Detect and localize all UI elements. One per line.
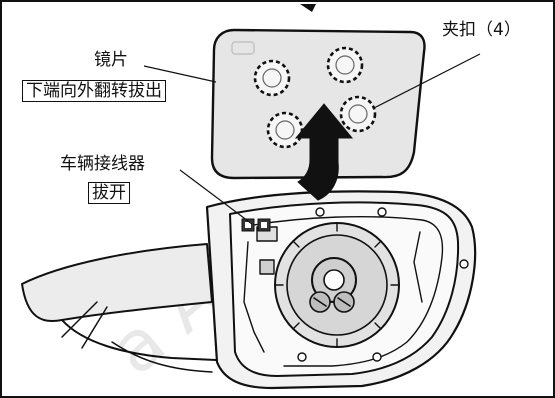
clip-ring [326, 46, 364, 84]
leader-lines [143, 53, 481, 225]
top-fragment [300, 4, 316, 12]
clip-rings [253, 46, 377, 149]
mirror-glass-label: 镜片 [94, 50, 128, 70]
connector-step-label: 拔开 [88, 182, 130, 204]
clips-label: 夹扣（4） [442, 20, 521, 40]
mirror-glass [210, 28, 426, 180]
removal-arrow [294, 103, 354, 201]
clip-ring [339, 95, 377, 133]
mirror-housing [21, 190, 477, 390]
clip-ring [266, 111, 304, 149]
connector-label: 车辆接线器 [60, 154, 145, 174]
vehicle-connector [241, 218, 271, 232]
mirror-glass-step-label: 下端向外翻转拔出 [22, 80, 166, 102]
clip-ring [253, 59, 291, 97]
